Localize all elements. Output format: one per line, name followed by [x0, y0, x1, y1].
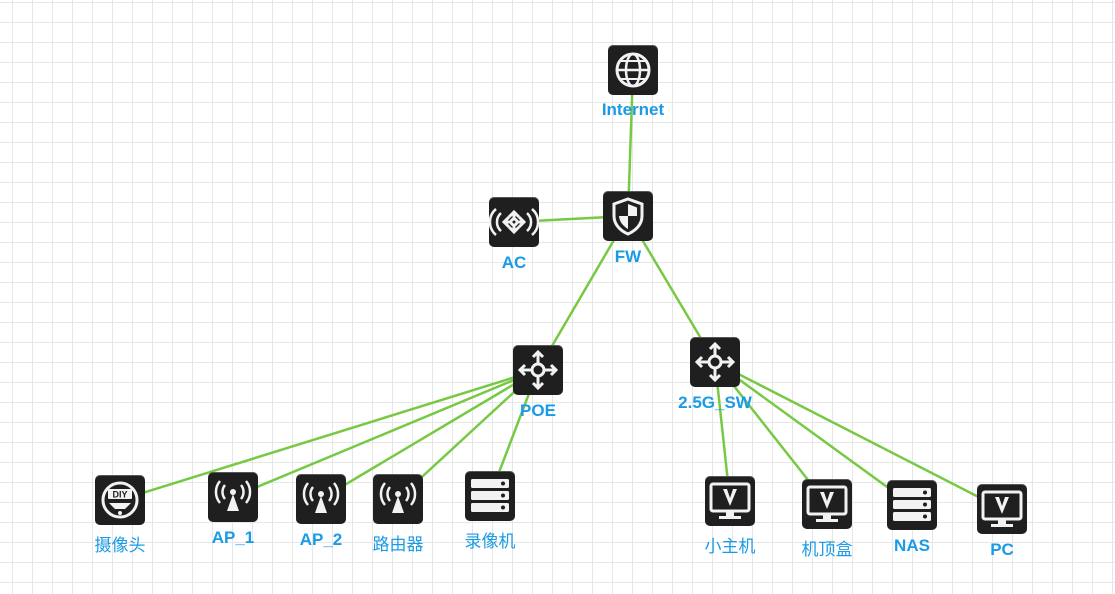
node-label: Internet	[601, 100, 665, 119]
link-sw25-pc[interactable]	[714, 360, 1003, 511]
wireless-ap-icon[interactable]	[208, 472, 258, 522]
node-camera[interactable]: DIY 摄像头	[94, 475, 146, 561]
node-stb[interactable]: 机顶盒	[801, 479, 853, 565]
switch-icon[interactable]	[690, 337, 740, 387]
link-poe-ap1[interactable]	[232, 368, 539, 499]
link-fw-poe[interactable]	[536, 215, 630, 371]
node-label: PC	[990, 540, 1014, 559]
node-ac[interactable]: AC	[489, 197, 539, 283]
node-label: NAS	[894, 536, 930, 555]
switch-icon[interactable]	[513, 345, 563, 395]
monitor-icon[interactable]	[802, 479, 852, 529]
node-label: 摄像头	[94, 536, 146, 556]
link-poe-ap2[interactable]	[320, 368, 539, 501]
node-ap2[interactable]: AP_2	[296, 474, 346, 560]
globe-icon[interactable]	[608, 45, 658, 95]
node-ap1[interactable]: AP_1	[208, 472, 258, 558]
link-poe-camera[interactable]	[119, 368, 539, 502]
node-sw25[interactable]: 2.5G_SW	[678, 337, 752, 423]
server-icon[interactable]	[887, 480, 937, 530]
server-icon[interactable]	[465, 471, 515, 521]
node-label: AP_1	[211, 528, 255, 547]
wireless-ap-icon[interactable]	[373, 474, 423, 524]
node-fw[interactable]: FW	[603, 191, 653, 277]
node-label: 机顶盒	[801, 540, 853, 560]
node-label: 录像机	[464, 532, 516, 552]
node-label: 小主机	[704, 537, 756, 557]
link-sw25-nas[interactable]	[714, 360, 913, 507]
diy-camera-icon[interactable]: DIY	[95, 475, 145, 525]
node-nvr[interactable]: 录像机	[464, 471, 516, 557]
wireless-ap-icon[interactable]	[296, 474, 346, 524]
node-label: 路由器	[372, 535, 424, 555]
node-pc[interactable]: PC	[977, 484, 1027, 570]
node-internet[interactable]: Internet	[602, 45, 664, 130]
node-label: POE	[520, 401, 556, 420]
node-label: FW	[614, 247, 642, 266]
monitor-icon[interactable]	[705, 476, 755, 526]
ac-controller-icon[interactable]	[489, 197, 539, 247]
node-nas[interactable]: NAS	[887, 480, 937, 566]
node-label: 2.5G_SW	[678, 393, 752, 412]
node-label: AP_2	[299, 530, 343, 549]
node-poe[interactable]: POE	[513, 345, 563, 431]
firewall-icon[interactable]	[603, 191, 653, 241]
node-label: AC	[501, 253, 527, 272]
monitor-icon[interactable]	[977, 484, 1027, 534]
node-router[interactable]: 路由器	[372, 474, 424, 560]
svg-text:DIY: DIY	[112, 490, 127, 500]
node-minipc[interactable]: 小主机	[704, 476, 756, 562]
